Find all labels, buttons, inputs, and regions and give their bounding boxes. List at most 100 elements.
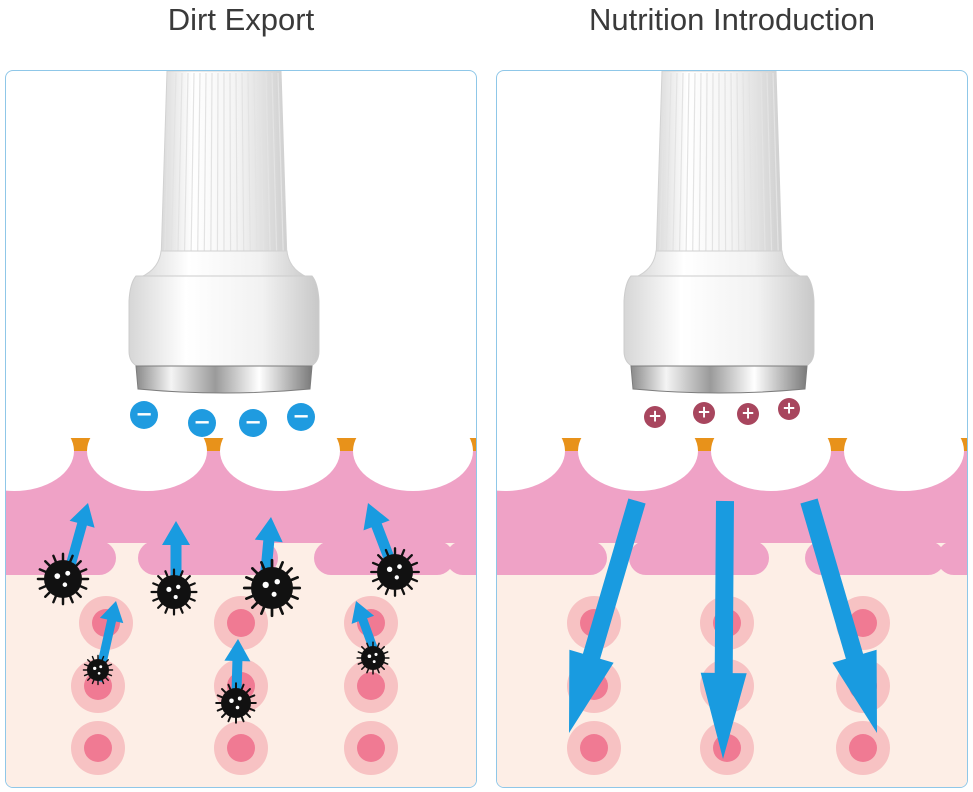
ion-circle — [188, 409, 216, 437]
device-ridge — [698, 72, 702, 260]
dirt-particle-icon — [215, 682, 257, 724]
arrow-icon — [800, 498, 877, 733]
skin-capsule — [446, 541, 476, 575]
ion-circle — [130, 401, 158, 429]
device-ridge — [164, 72, 171, 260]
device-ridge — [183, 72, 189, 260]
skin-cell — [836, 721, 890, 775]
device-ridge — [678, 72, 684, 260]
ion-symbol: − — [292, 404, 310, 428]
left-panel-title: Dirt Export — [167, 2, 315, 37]
dirt-body — [221, 688, 251, 718]
device-ridge — [685, 72, 690, 260]
device-metal-ring — [135, 365, 313, 394]
dirt-particle-icon — [82, 654, 114, 686]
cell-nucleus — [84, 672, 112, 700]
skin-cell — [71, 659, 125, 713]
dirt-dot — [235, 705, 240, 710]
positive-ion-icon: + — [778, 398, 800, 420]
skin-cell — [214, 721, 268, 775]
arrow-icon — [363, 503, 397, 565]
device-ridge — [711, 72, 714, 260]
dirt-dot — [176, 584, 181, 590]
dirt-body — [157, 575, 191, 609]
arrow-icon — [569, 498, 646, 733]
skin-capsule — [937, 541, 967, 575]
device-ridge — [692, 72, 696, 260]
device-ridge — [736, 72, 740, 260]
ion-symbol: + — [697, 403, 711, 422]
dirt-body — [361, 646, 385, 670]
positive-ion-icon: + — [693, 402, 715, 424]
device-ridge — [253, 72, 258, 260]
skin-capsule — [138, 541, 278, 575]
nutrition-introduction-diagram: + + + + — [497, 71, 967, 787]
device-ridge — [672, 72, 678, 260]
skin-pore — [353, 411, 473, 491]
negative-ion-icon: − — [188, 409, 216, 437]
skin-capsule — [497, 541, 607, 575]
device-ridge — [730, 72, 733, 260]
dirt-body — [377, 554, 413, 590]
dirt-dot — [166, 586, 172, 592]
device-ridge — [724, 72, 727, 260]
ion-symbol: + — [741, 404, 755, 423]
skin-cell — [344, 659, 398, 713]
device-ridge — [277, 72, 284, 260]
device-neck — [135, 250, 313, 280]
negative-ion-icon: − — [130, 401, 158, 429]
dirt-particle-icon — [356, 641, 390, 675]
device-ridge — [259, 72, 265, 260]
device-ridge — [748, 72, 753, 260]
device-ridge — [772, 72, 779, 260]
dirt-body — [44, 560, 82, 598]
device-ridge — [754, 72, 760, 260]
arrow-icon — [162, 521, 190, 576]
dirt-dot — [229, 698, 234, 703]
skin-pore — [87, 411, 207, 491]
skin-pore — [711, 411, 831, 491]
ion-circle — [778, 398, 800, 420]
device-head — [623, 275, 815, 368]
cell-nucleus — [580, 734, 608, 762]
cell-nucleus — [357, 672, 385, 700]
right-panel-title: Nutrition Introduction — [588, 2, 876, 37]
cell-nucleus — [849, 734, 877, 762]
skin-capsule — [629, 541, 769, 575]
skin-pore — [497, 411, 565, 491]
dirt-dot — [367, 654, 372, 658]
skin-cell — [567, 721, 621, 775]
device-ridge — [665, 72, 672, 260]
dirt-dot — [374, 652, 378, 656]
positive-ion-icon: + — [644, 406, 666, 428]
dirt-dot — [99, 665, 103, 669]
dirt-dot — [262, 581, 269, 588]
device-ridge — [177, 72, 183, 260]
dirt-dot — [54, 573, 61, 579]
arrow-icon — [224, 639, 251, 712]
skin-pore — [578, 411, 698, 491]
ion-circle — [239, 409, 267, 437]
dirt-dot — [397, 564, 402, 569]
dirt-body — [251, 567, 293, 609]
dirt-export-diagram: −−−− — [6, 71, 476, 787]
device-ridge — [705, 72, 708, 260]
dirt-dot — [386, 566, 393, 572]
dirt-dot — [62, 582, 68, 587]
skin-cell — [700, 721, 754, 775]
skin-pore — [220, 411, 340, 491]
dirt-dot — [237, 696, 242, 701]
device-ridge — [760, 72, 766, 260]
dirt-dot — [274, 578, 280, 585]
device-metal-ring — [630, 365, 808, 394]
ion-symbol: + — [782, 399, 796, 418]
device-neck — [630, 250, 808, 280]
device-ridge — [197, 72, 201, 260]
dirt-particle-icon — [36, 552, 90, 606]
cell-nucleus — [227, 734, 255, 762]
device-icon — [623, 71, 815, 394]
ion-symbol: − — [193, 410, 211, 434]
dirt-dot — [93, 666, 97, 670]
dirt-export-panel: −−−− — [5, 70, 477, 788]
device-ridge — [271, 72, 278, 260]
